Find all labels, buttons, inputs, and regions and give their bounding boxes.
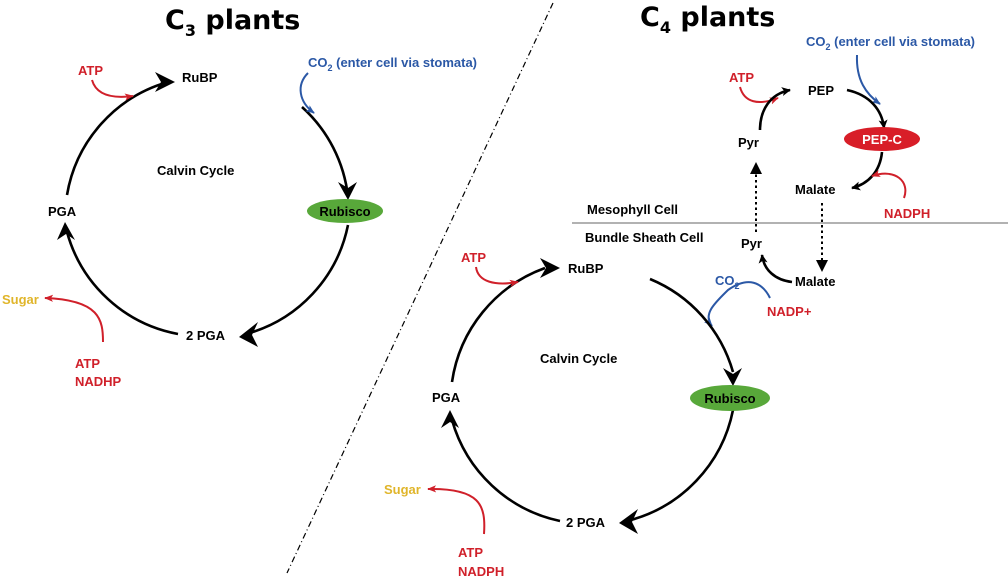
c4-sugar-arrow <box>427 485 486 535</box>
c4-co2-arrow <box>855 54 881 105</box>
c4-rubisco-ellipse <box>690 385 770 411</box>
section-divider <box>286 2 554 574</box>
c3-atp-label: ATP <box>78 63 103 78</box>
c3-calvin-cycle <box>57 72 357 347</box>
c4-arc-rubisco-2pga <box>626 409 735 523</box>
c4-pga-label: PGA <box>432 390 461 405</box>
c4-atp-top-label: ATP <box>729 70 754 85</box>
c3-cycle-label: Calvin Cycle <box>157 163 234 178</box>
c4-atp2-label: ATP <box>458 545 483 560</box>
c4-nadph-label: NADPH <box>458 564 504 579</box>
c4-pepc-label: PEP-C <box>862 132 902 147</box>
c4-nadp-plus-label: NADP+ <box>767 304 812 319</box>
c3-co2-arrow <box>299 72 315 114</box>
c3-2pga-label: 2 PGA <box>186 328 226 343</box>
c3-rubisco-ellipse <box>307 199 383 223</box>
c3-arrowhead-rubisco <box>338 182 357 200</box>
c4-sugar-label: Sugar <box>384 482 421 497</box>
c4-malate-bottom-label: Malate <box>795 274 835 289</box>
c4-arrow-pepc-malate <box>851 151 884 191</box>
c4-arc-rubp-rubisco <box>649 277 735 373</box>
c3-sugar-arrow <box>44 294 104 343</box>
c4-arc-pga-rubp <box>450 266 546 383</box>
c3-arrowhead-pga <box>57 222 75 240</box>
c3-pga-label: PGA <box>48 204 77 219</box>
c3-arc-rubisco-2pga <box>245 224 350 336</box>
c4-2pga-label: 2 PGA <box>566 515 606 530</box>
c4-co2-label: CO2 (enter cell via stomata) <box>806 34 975 52</box>
c4-cycle-label: Calvin Cycle <box>540 351 617 366</box>
c4-arc-2pga-pga <box>450 419 561 523</box>
c4-co2-bottom-arrow <box>704 281 771 327</box>
malate-transport-arrowhead <box>816 260 828 272</box>
c3-co2-label: CO2 (enter cell via stomata) <box>308 55 477 73</box>
bundle-sheath-label: Bundle Sheath Cell <box>585 230 703 245</box>
c3-atp2-label: ATP <box>75 356 100 371</box>
c4-rubp-label: RuBP <box>568 261 604 276</box>
c4-pepc-ellipse <box>844 127 920 151</box>
c3-arc-pga-rubp <box>65 80 169 196</box>
c4-co2-bottom-label: CO2 <box>715 273 740 291</box>
c3-arrowhead-2pga <box>239 322 258 347</box>
c4-rubisco-label: Rubisco <box>704 391 755 406</box>
c4-arrow-malate-pyr <box>758 254 793 284</box>
c4-nadph-top-label: NADPH <box>884 206 930 221</box>
c4-pyr-top-label: Pyr <box>738 135 759 150</box>
c4-atp-arrow <box>475 266 519 287</box>
c4-arrow-pyr-pep <box>758 87 791 131</box>
c4-arrowhead-rubp <box>540 258 560 278</box>
c3-title: C3 plants <box>165 5 300 40</box>
c3-arc-rubp-rubisco <box>301 106 350 198</box>
c4-arrowhead-rubisco <box>723 368 742 386</box>
c4-arrow-pep-pepc <box>846 88 888 129</box>
mesophyll-cell-label: Mesophyll Cell <box>587 202 678 217</box>
c4-pyr-bottom-label: Pyr <box>741 236 762 251</box>
c4-nadph-top-arrow <box>871 170 907 199</box>
c3-arc-2pga-pga <box>65 231 179 336</box>
c3-atp-arrow <box>91 79 134 101</box>
c4-arrowhead-2pga <box>619 509 638 534</box>
c4-atp-top-arrow <box>739 86 779 105</box>
c4-title: C4 plants <box>640 2 775 37</box>
c3-arrowhead-rubp <box>155 72 175 92</box>
c4-arrowhead-pga <box>441 410 459 428</box>
c4-atp-label: ATP <box>461 250 486 265</box>
c3-sugar-label: Sugar <box>2 292 39 307</box>
c4-malate-top-label: Malate <box>795 182 835 197</box>
c3-rubp-label: RuBP <box>182 70 218 85</box>
c3-nadhp-label: NADHP <box>75 374 122 389</box>
pyr-transport-arrowhead <box>750 162 762 174</box>
c4-calvin-cycle <box>441 258 742 534</box>
c4-pep-label: PEP <box>808 83 834 98</box>
c3-rubisco-label: Rubisco <box>319 204 370 219</box>
